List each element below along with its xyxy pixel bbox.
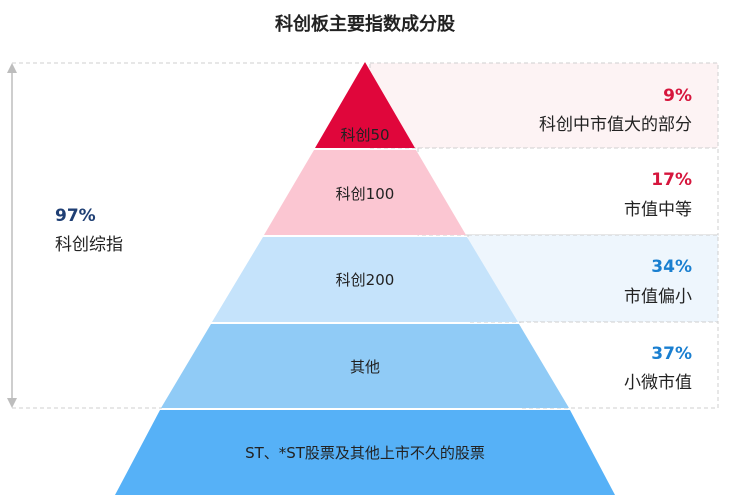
total-label: 科创综指 — [55, 235, 123, 255]
page-title: 科创板主要指数成分股 — [275, 14, 455, 35]
pyramid-level-3 — [212, 237, 518, 322]
level-label-1: 科创50 — [340, 126, 390, 144]
level-percent-2: 17% — [651, 170, 692, 190]
level-description-3: 市值偏小 — [624, 287, 692, 307]
base-label: ST、*ST股票及其他上市不久的股票 — [245, 444, 485, 462]
level-description-4: 小微市值 — [624, 373, 692, 393]
level-label-3: 科创200 — [335, 271, 395, 289]
pyramid-level-2 — [264, 150, 466, 235]
level-description-1: 科创中市值大的部分 — [539, 115, 692, 135]
bracket-arrow-down — [7, 398, 17, 408]
pyramid-base — [115, 410, 615, 495]
level-percent-1: 9% — [663, 86, 692, 106]
total-percent: 97% — [55, 206, 96, 226]
level-percent-4: 37% — [651, 344, 692, 364]
level-description-2: 市值中等 — [624, 200, 692, 220]
band-level-2 — [417, 147, 719, 236]
level-label-2: 科创100 — [335, 185, 395, 203]
level-percent-3: 34% — [651, 257, 692, 277]
pyramid-level-1 — [315, 62, 415, 148]
band-level-1 — [369, 62, 719, 149]
level-label-4: 其他 — [349, 358, 380, 376]
band-level-3 — [467, 234, 719, 323]
bracket-arrow-up — [7, 63, 17, 73]
pyramid-level-4 — [161, 324, 569, 408]
